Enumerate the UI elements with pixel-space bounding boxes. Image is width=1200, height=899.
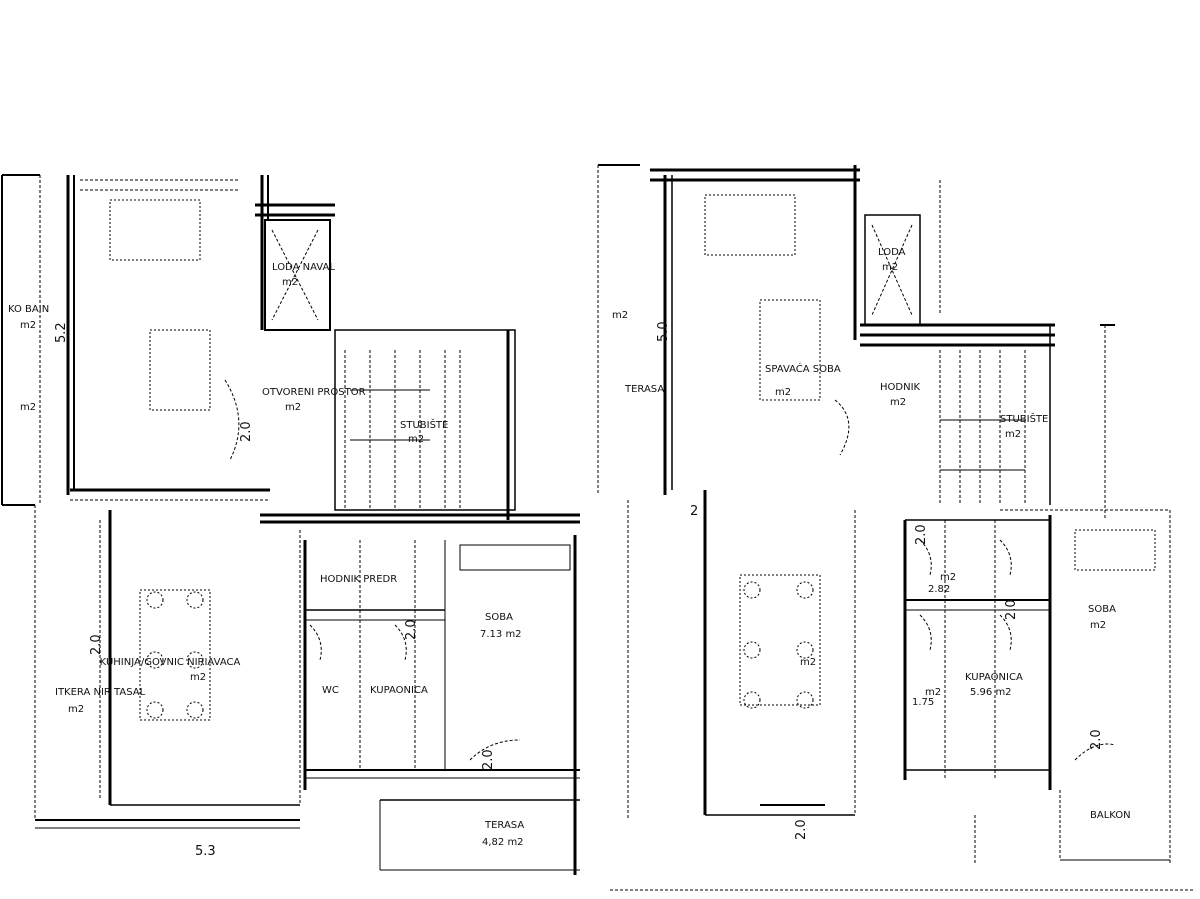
wall-group-left-room bbox=[1, 174, 41, 506]
room-area-kobain: m2 bbox=[20, 320, 36, 331]
room-label-lodja: LODA NAVAL bbox=[272, 262, 335, 273]
room-area-kuhinja: m2 bbox=[190, 672, 206, 683]
room-value-garderoba: 2.82 bbox=[928, 584, 950, 595]
wall-group-small-rooms bbox=[303, 535, 580, 875]
right-plan bbox=[597, 164, 1195, 891]
wall-group-right-bottom bbox=[610, 815, 1195, 891]
room-area-otvoreni: m2 bbox=[285, 402, 301, 413]
dimension-5: 2.0 bbox=[404, 619, 419, 640]
room-area-soba2: m2 bbox=[1090, 620, 1106, 631]
room-label-kuhinja: KUHINJA/GOVNIC NIRIAVACA bbox=[100, 657, 241, 668]
dimension-r6: 2.0 bbox=[1089, 729, 1104, 750]
wall-group-right-outer bbox=[597, 164, 860, 495]
dimension-2: 2.0 bbox=[239, 421, 254, 442]
room-area-wc2: m2 bbox=[925, 687, 941, 698]
wall-group-main-upper bbox=[66, 175, 269, 495]
wall-group-right-living bbox=[627, 399, 856, 820]
room-area-terasa: 4,82 m2 bbox=[482, 837, 524, 848]
room-label-terasa2: TERASA bbox=[624, 384, 664, 395]
room-value-wc2: 1.75 bbox=[912, 697, 934, 708]
room-area-spavaca: m2 bbox=[775, 387, 791, 398]
room-label-balkon: BALKON bbox=[1090, 810, 1131, 821]
wall-group-terrace bbox=[379, 799, 580, 871]
room-area-vanjski: m2 bbox=[68, 704, 84, 715]
room-label-lodja2: LODA bbox=[878, 247, 906, 258]
room-label-kobain: KO BAIN bbox=[8, 304, 49, 315]
room-area-kupaona2: 5.96 m2 bbox=[970, 687, 1012, 698]
dimension-r5: 2.0 bbox=[1004, 599, 1019, 620]
wall-group-corridor bbox=[70, 488, 580, 524]
room-area-hodnik2: m2 bbox=[890, 397, 906, 408]
room-area-garderoba: m2 bbox=[940, 572, 956, 583]
room-area-stubiste2: m2 bbox=[1005, 429, 1021, 440]
wall-group-right-small-rooms bbox=[903, 515, 1052, 790]
dimension-3: 5.3 bbox=[195, 844, 216, 859]
dimension-6: 2.0 bbox=[481, 749, 496, 770]
room-label-spavaca: SPAVAĆA SOBA bbox=[765, 362, 841, 375]
room-label-terasa: TERASA bbox=[484, 820, 524, 831]
room-label-kupaona: KUPAONICA bbox=[370, 685, 428, 696]
left-plan bbox=[1, 174, 580, 875]
room-label-stubiste2: STUBIŠTE bbox=[1000, 412, 1048, 425]
room-label-kupaona2: KUPAONICA bbox=[965, 672, 1023, 683]
dimension-r3: 2.0 bbox=[794, 819, 809, 840]
dimension-1: 5.2 bbox=[54, 322, 69, 343]
room-area-dnevni: m2 bbox=[800, 657, 816, 668]
room-label-wc: WC bbox=[322, 685, 339, 696]
dimension-r2: 2 bbox=[690, 504, 698, 519]
dimension-4: 2.0 bbox=[89, 634, 104, 655]
room-label-soba2: SOBA bbox=[1088, 604, 1116, 615]
room-area-terasa2: m2 bbox=[612, 310, 628, 321]
room-area-lodja: m2 bbox=[282, 277, 298, 288]
dimension-r1: 5.0 bbox=[656, 321, 671, 342]
wall-group-loggia bbox=[255, 203, 335, 331]
room-label-hodnik: HODNIK PREDR bbox=[320, 574, 397, 585]
room-label-hodnik2: HODNIK bbox=[880, 382, 921, 393]
room-label-vanjski: ITKERA NIR TASAL bbox=[55, 687, 146, 698]
room-label-stubiste: STUBIŠTE bbox=[400, 418, 448, 431]
room-label-otvoreni: OTVORENI PROSTOR bbox=[262, 387, 366, 398]
room-area-upper: m2 bbox=[20, 402, 36, 413]
dimension-r4: 2.0 bbox=[914, 524, 929, 545]
wall-group-right-room bbox=[1000, 509, 1171, 865]
wall-group-right-stairs bbox=[860, 323, 1115, 520]
wall-group-kitchen bbox=[34, 505, 301, 829]
wall-group-stairs bbox=[334, 329, 516, 520]
room-area-lodja2: m2 bbox=[882, 262, 898, 273]
right-plan-labels: LODA m2 SPAVAĆA SOBA m2 TERASA m2 HODNIK… bbox=[612, 247, 1131, 840]
room-area-soba: 7.13 m2 bbox=[480, 629, 522, 640]
room-area-stubiste: m2 bbox=[408, 434, 424, 445]
left-plan-labels: KO BAIN m2 m2 LODA NAVAL m2 OTVORENI PRO… bbox=[8, 262, 524, 859]
room-label-soba: SOBA bbox=[485, 612, 513, 623]
